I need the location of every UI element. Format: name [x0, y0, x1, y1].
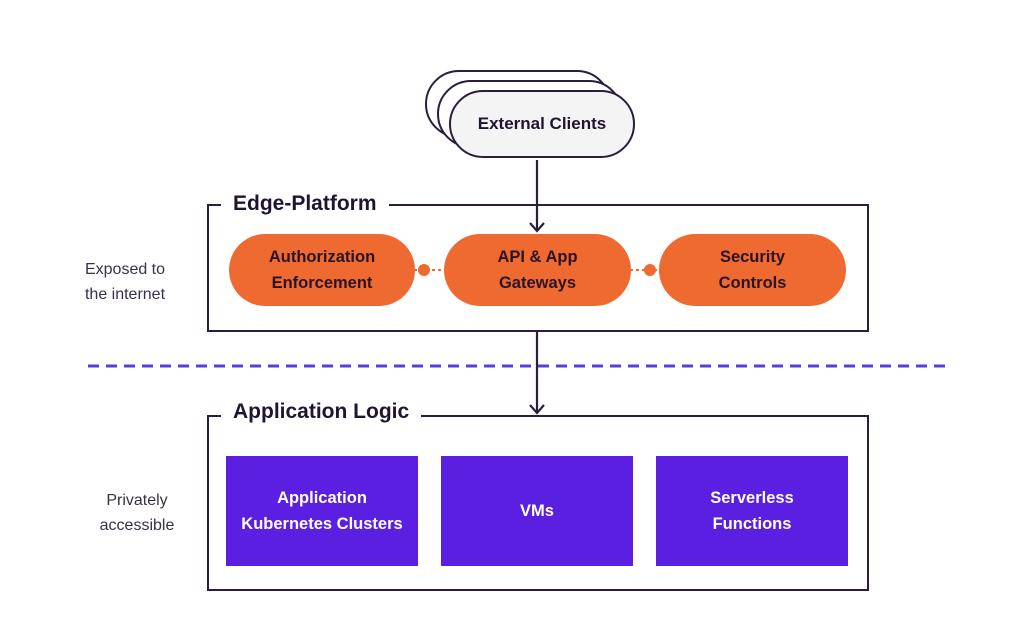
vms-label: VMs	[520, 502, 554, 520]
edge-platform-frame	[207, 204, 869, 332]
edge-platform-title: Edge-Platform	[221, 191, 389, 217]
external-clients-node: External Clients	[449, 90, 635, 158]
arrowhead-gateway	[529, 222, 545, 233]
connector-dot-security	[644, 264, 656, 276]
connector-dot-auth	[418, 264, 430, 276]
application-logic-frame	[207, 415, 869, 591]
external-clients-stack: External Clients	[425, 70, 637, 162]
application-logic-title: Application Logic	[221, 399, 422, 425]
vms-node: VMs	[441, 456, 633, 566]
arrowhead-app	[529, 404, 545, 415]
external-clients-label: External Clients	[477, 114, 607, 133]
